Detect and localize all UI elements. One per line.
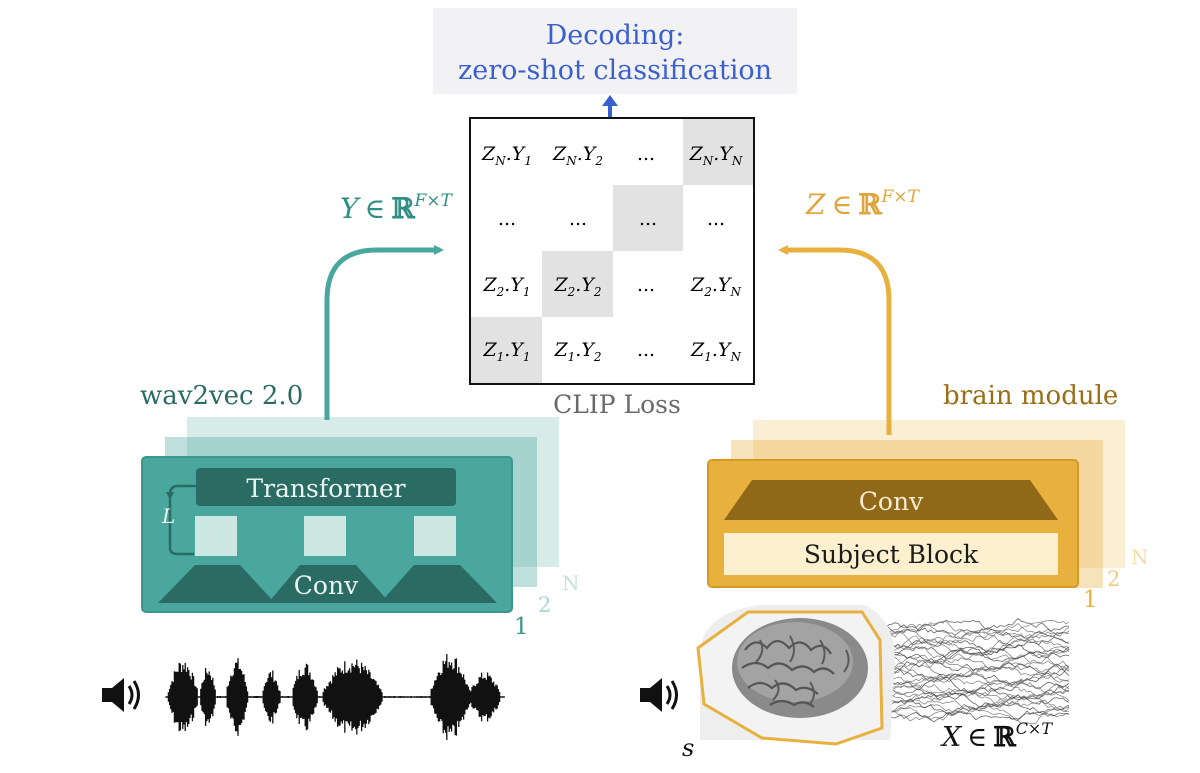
cell-ellipsis: ...: [637, 143, 655, 165]
cell-ellipsis: ...: [569, 208, 587, 230]
x-input-label: X∈ℝC×T: [940, 719, 1053, 753]
cell-ellipsis: ...: [707, 208, 725, 230]
stack-index-n: N: [562, 571, 580, 595]
cell-z1-yn: Z1.YN: [690, 339, 741, 364]
brain-module-title: brain module: [943, 381, 1118, 411]
meg-trace: [861, 617, 1070, 633]
meg-trace: [861, 652, 1070, 673]
cell-ellipsis: ...: [637, 274, 655, 296]
clip-loss-label: CLIP Loss: [553, 390, 681, 419]
cell-zn-y2: ZN.Y2: [552, 143, 603, 168]
diag-cell-3: [613, 185, 683, 251]
cell-ellipsis: ...: [498, 208, 516, 230]
stack-index-n: N: [1131, 545, 1149, 569]
subject-label: s: [682, 734, 694, 762]
conv-trapezoid: [380, 565, 497, 603]
meg-trace: [861, 622, 1070, 640]
meg-trace: [861, 622, 1070, 643]
meg-trace: [861, 656, 1070, 679]
cell-z2-y2: Z2.Y2: [553, 274, 601, 299]
wav2vec-title: wav2vec 2.0: [140, 381, 303, 411]
meg-trace: [861, 645, 1070, 664]
decoding-subtitle: zero-shot classification: [458, 55, 772, 86]
speaker-icon: [102, 678, 140, 712]
meg-trace: [861, 661, 1070, 677]
cell-z1-y1: Z1.Y1: [482, 339, 530, 364]
speaker-icon: [640, 678, 678, 712]
stack-index-1: 1: [514, 614, 529, 640]
stack-index-2: 2: [1107, 567, 1120, 591]
feature-square: [304, 516, 346, 556]
diag-cell-4: [683, 119, 753, 185]
z-embedding-label: Z∈ℝF×T: [805, 187, 921, 221]
cell-z2-yn: Z2.YN: [690, 274, 741, 299]
waveform-path: [165, 654, 506, 740]
wav2vec-stack: Transformer Conv L: [141, 417, 559, 613]
cell-z2-y1: Z2.Y1: [482, 274, 530, 299]
meg-signals: [861, 617, 1070, 725]
meg-trace: [861, 631, 1070, 646]
transformer-block: [196, 468, 456, 506]
transformer-label: Transformer: [246, 474, 405, 503]
subject-block: [724, 533, 1058, 575]
meg-trace: [861, 703, 1070, 725]
decoding-title: Decoding:: [546, 20, 685, 51]
meg-trace: [861, 679, 1070, 698]
meg-trace: [861, 689, 1070, 707]
diag-cell-2: [542, 251, 613, 317]
meg-trace: [861, 619, 1070, 638]
audio-waveform: [165, 654, 506, 740]
meg-trace: [861, 710, 1070, 723]
meg-trace: [861, 635, 1070, 656]
meg-trace: [861, 674, 1070, 690]
z-arrow: [778, 245, 892, 435]
subject-block-label: Subject Block: [804, 540, 979, 569]
conv-trapezoid: [724, 480, 1058, 520]
decoding-arrow: [602, 95, 618, 118]
cell-zn-yn: ZN.YN: [689, 143, 743, 168]
conv-trapezoid: [158, 565, 275, 603]
conv-trapezoid: [268, 565, 390, 603]
y-embedding-label: Y∈ℝF×T: [340, 191, 454, 225]
cell-zn-y1: ZN.Y1: [481, 143, 532, 168]
cell-ellipsis: ...: [639, 208, 657, 230]
decoding-box: Decoding: zero-shot classification: [433, 8, 797, 94]
cell-ellipsis: ...: [637, 339, 655, 361]
loop-arrow: [168, 484, 196, 556]
conv-label: Conv: [294, 571, 359, 600]
similarity-matrix: ZN.Y1 ZN.Y2 ... ZN.YN ... ... ... ... Z2…: [469, 117, 755, 385]
stack-index-1: 1: [1083, 587, 1098, 613]
diag-cell-1: [471, 317, 542, 383]
cell-z1-y2: Z1.Y2: [553, 339, 601, 364]
meg-trace: [861, 646, 1070, 662]
head-brain-image: [696, 605, 895, 746]
brain-icon: [732, 618, 868, 718]
feature-square: [195, 516, 237, 556]
y-arrow: [324, 245, 444, 420]
brain-module-stack: Conv Subject Block: [707, 420, 1125, 588]
loop-label: L: [161, 504, 175, 528]
meg-trace: [861, 681, 1070, 701]
feature-square: [414, 516, 456, 556]
meg-trace: [861, 667, 1070, 686]
meg-trace: [861, 643, 1070, 660]
conv-label: Conv: [859, 487, 924, 516]
stack-index-2: 2: [538, 593, 551, 617]
